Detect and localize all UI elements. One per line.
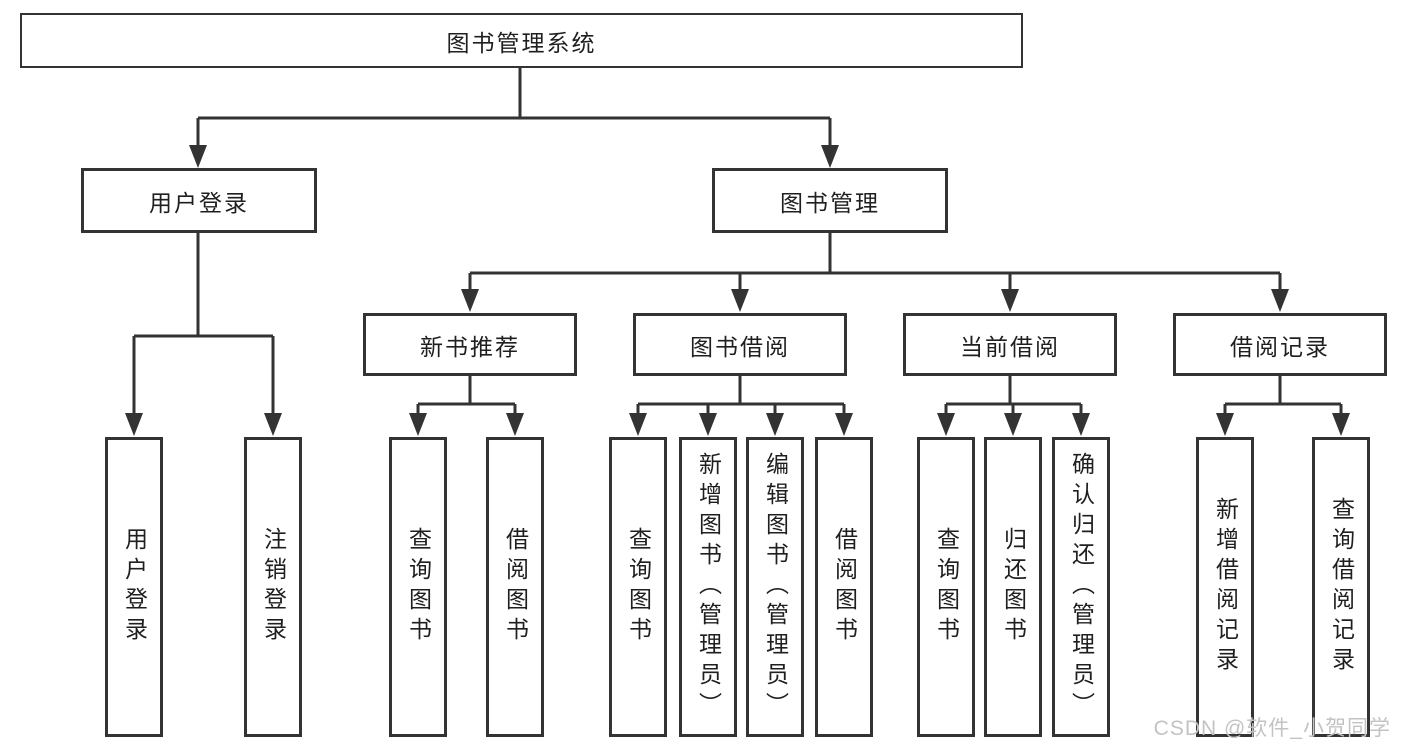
watermark: CSDN @软件_小贺同学 (1153, 717, 1391, 740)
leaf-user-login: 用户登录 (105, 437, 163, 737)
leaf-query-books-borrowing: 查询图书 (609, 437, 667, 737)
node-new-book-recommendation: 新书推荐 (363, 313, 577, 376)
leaf-label: 查询图书 (933, 527, 960, 647)
leaf-add-book-admin: 新增图书（管理员） (679, 437, 737, 737)
node-borrowing-records: 借阅记录 (1173, 313, 1387, 376)
leaf-query-borrowing-record: 查询借阅记录 (1312, 437, 1370, 737)
leaf-label: 注销登录 (260, 527, 287, 647)
leaf-query-books-recommendation: 查询图书 (389, 437, 447, 737)
node-book-borrowing: 图书借阅 (633, 313, 847, 376)
node-label: 图书管理系统 (446, 29, 597, 56)
leaf-label: 借阅图书 (502, 527, 529, 647)
leaf-edit-book-admin: 编辑图书（管理员） (746, 437, 804, 737)
node-label: 用户登录 (149, 189, 249, 216)
leaf-borrow-books-borrowing: 借阅图书 (815, 437, 873, 737)
leaf-return-books: 归还图书 (984, 437, 1042, 737)
node-label: 图书借阅 (690, 333, 790, 360)
node-label: 图书管理 (780, 189, 880, 216)
node-current-borrowing: 当前借阅 (903, 313, 1117, 376)
leaf-label: 确认归还（管理员） (1068, 452, 1095, 722)
leaf-label: 借阅图书 (831, 527, 858, 647)
node-label: 借阅记录 (1230, 333, 1330, 360)
leaf-label: 查询借阅记录 (1328, 497, 1355, 677)
leaf-label: 新增借阅记录 (1212, 497, 1239, 677)
node-label: 当前借阅 (960, 333, 1060, 360)
leaf-label: 查询图书 (405, 527, 432, 647)
node-book-management: 图书管理 (712, 168, 948, 233)
leaf-logout: 注销登录 (244, 437, 302, 737)
leaf-borrow-books-recommendation: 借阅图书 (486, 437, 544, 737)
node-book-management-system: 图书管理系统 (20, 13, 1023, 68)
leaf-label: 查询图书 (625, 527, 652, 647)
leaf-query-books-current: 查询图书 (917, 437, 975, 737)
node-user-login: 用户登录 (81, 168, 317, 233)
leaf-confirm-return-admin: 确认归还（管理员） (1052, 437, 1110, 737)
leaf-label: 新增图书（管理员） (695, 452, 722, 722)
leaf-label: 归还图书 (1000, 527, 1027, 647)
node-label: 新书推荐 (420, 333, 520, 360)
leaf-label: 用户登录 (121, 527, 148, 647)
leaf-label: 编辑图书（管理员） (762, 452, 789, 722)
leaf-add-borrowing-record: 新增借阅记录 (1196, 437, 1254, 737)
